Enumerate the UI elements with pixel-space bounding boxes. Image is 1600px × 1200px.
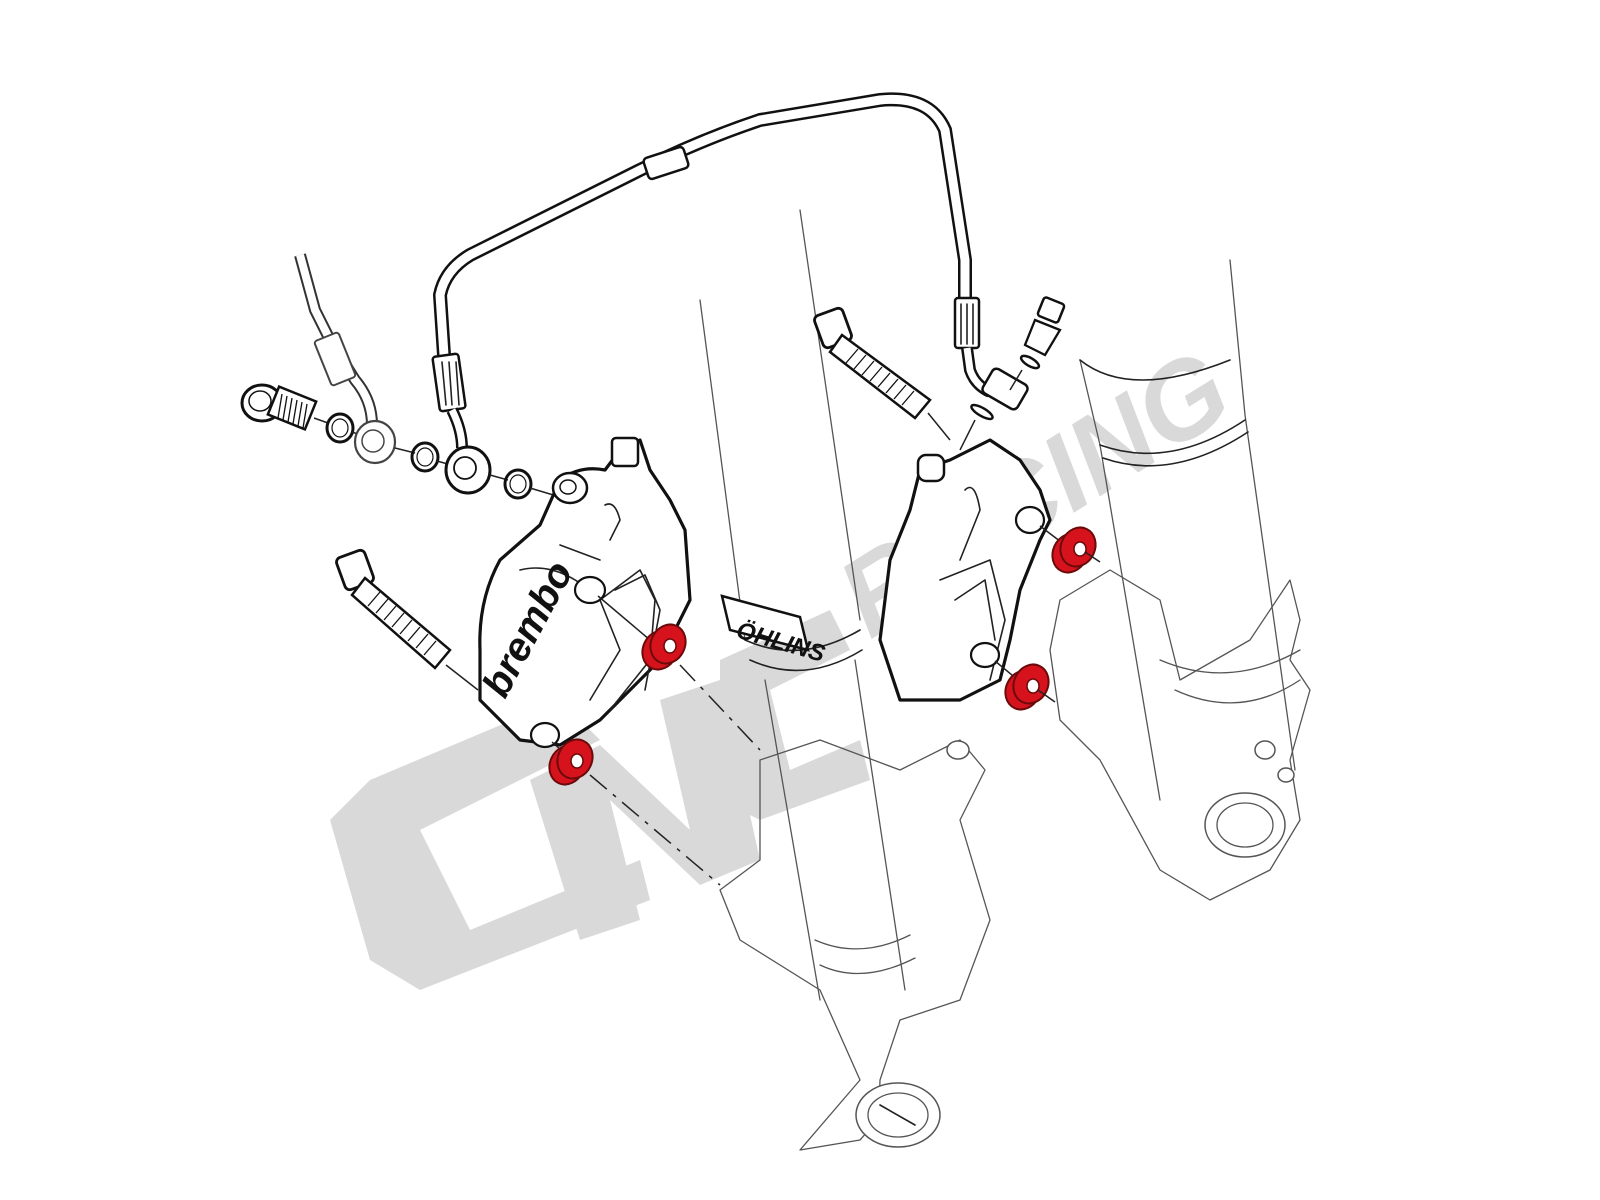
spacer-left-lower bbox=[548, 738, 594, 786]
banjo-fitting bbox=[353, 419, 397, 465]
brake-hose-crossover bbox=[431, 92, 1029, 449]
banjo-fitting bbox=[444, 445, 492, 495]
banjo-stack bbox=[240, 383, 561, 500]
spacer-right-lower bbox=[1004, 663, 1050, 711]
caliper-bolt-right bbox=[813, 306, 951, 441]
crush-washer bbox=[503, 468, 533, 500]
right-banjo-bolt bbox=[959, 296, 1066, 451]
left-caliper: brembo bbox=[474, 436, 692, 749]
spacer-right-upper bbox=[1051, 526, 1097, 574]
banjo-bolt bbox=[240, 383, 318, 432]
caliper-bolt-left bbox=[335, 548, 479, 691]
crush-washer bbox=[410, 441, 440, 473]
crush-washer bbox=[325, 412, 355, 444]
right-fork bbox=[1049, 259, 1311, 901]
right-caliper bbox=[878, 438, 1052, 702]
brake-hose-main bbox=[294, 253, 378, 426]
spacer-left-upper bbox=[641, 623, 687, 671]
